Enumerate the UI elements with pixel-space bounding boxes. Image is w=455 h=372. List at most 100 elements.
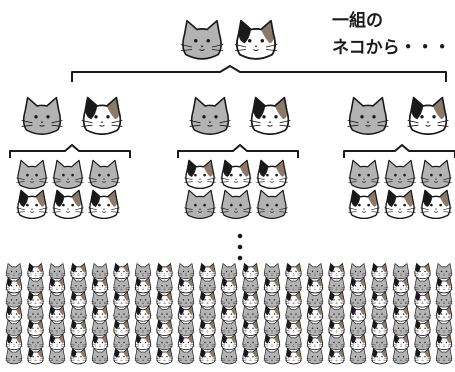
cat-face-gray-icon	[220, 348, 238, 365]
cat-face-calico-icon	[349, 305, 367, 322]
cat-face-gray-icon	[241, 334, 260, 351]
cat-face-calico-icon	[87, 189, 121, 220]
cat-face-gray-icon	[370, 334, 389, 351]
cat-face-gray-icon	[198, 305, 217, 322]
cat-face-calico-icon	[435, 305, 453, 322]
cat-face-gray-icon	[413, 334, 432, 351]
cat-face-calico-icon	[177, 277, 195, 294]
sub-bracket-3	[343, 144, 455, 158]
cat-face-gray-icon	[220, 263, 238, 280]
cat-face-gray-icon	[284, 334, 303, 351]
cat-face-gray-icon	[220, 291, 238, 308]
cat-face-calico-icon	[248, 96, 292, 135]
cat-face-calico-icon	[383, 189, 417, 220]
top-bracket	[71, 65, 447, 82]
cat-face-gray-icon	[383, 159, 417, 190]
cat-face-gray-icon	[48, 348, 66, 365]
cat-face-calico-icon	[255, 159, 289, 190]
cat-face-gray-icon	[220, 319, 238, 336]
cat-face-calico-icon	[241, 263, 260, 280]
cat-face-calico-icon	[370, 291, 389, 308]
cat-face-gray-icon	[26, 277, 45, 294]
cat-face-gray-icon	[177, 291, 195, 308]
cat-face-gray-icon	[48, 291, 66, 308]
cat-face-calico-icon	[219, 159, 253, 190]
sub-bracket-1	[9, 144, 131, 158]
cat-face-gray-icon	[198, 277, 217, 294]
cat-face-calico-icon	[134, 305, 152, 322]
cat-face-calico-icon	[155, 263, 174, 280]
cat-face-gray-icon	[392, 263, 410, 280]
cat-face-calico-icon	[48, 277, 66, 294]
cat-face-gray-icon	[155, 305, 174, 322]
cat-face-calico-icon	[5, 277, 23, 294]
cat-face-calico-icon	[284, 319, 303, 336]
cat-face-calico-icon	[413, 291, 432, 308]
sub-bracket-2	[177, 144, 299, 158]
cat-face-gray-icon	[155, 277, 174, 294]
cat-face-calico-icon	[241, 291, 260, 308]
cat-face-calico-icon	[241, 319, 260, 336]
cat-face-gray-icon	[134, 263, 152, 280]
cat-face-gray-icon	[51, 159, 85, 190]
cat-face-calico-icon	[435, 277, 453, 294]
cat-face-gray-icon	[112, 305, 131, 322]
cat-face-calico-icon	[198, 348, 217, 365]
cat-face-calico-icon	[69, 291, 88, 308]
cat-face-calico-icon	[5, 334, 23, 351]
cat-face-gray-icon	[327, 277, 346, 294]
cat-face-calico-icon	[198, 263, 217, 280]
cat-face-gray-icon	[435, 263, 453, 280]
cat-face-gray-icon	[327, 305, 346, 322]
cat-face-gray-icon	[255, 189, 289, 220]
cat-face-gray-icon	[349, 348, 367, 365]
cat-face-calico-icon	[406, 96, 450, 135]
cat-face-gray-icon	[370, 277, 389, 294]
family-tree-brackets	[9, 65, 455, 158]
cat-face-calico-icon	[349, 334, 367, 351]
cat-face-gray-icon	[392, 291, 410, 308]
cat-face-gray-icon	[435, 348, 453, 365]
caption-line-2: ネコから・・・	[332, 38, 451, 58]
cat-face-gray-icon	[306, 348, 324, 365]
cat-face-gray-icon	[349, 291, 367, 308]
cat-face-calico-icon	[327, 263, 346, 280]
cat-face-calico-icon	[370, 319, 389, 336]
cat-face-calico-icon	[263, 334, 281, 351]
cat-face-calico-icon	[233, 19, 279, 60]
cat-face-gray-icon	[413, 277, 432, 294]
cat-face-gray-icon	[134, 348, 152, 365]
cat-face-calico-icon	[155, 291, 174, 308]
cat-face-calico-icon	[284, 348, 303, 365]
cat-face-gray-icon	[134, 319, 152, 336]
cat-face-calico-icon	[263, 277, 281, 294]
cat-face-calico-icon	[220, 305, 238, 322]
cat-face-calico-icon	[177, 334, 195, 351]
cat-face-gray-icon	[155, 334, 174, 351]
cat-face-gray-icon	[91, 263, 109, 280]
cat-face-gray-icon	[26, 334, 45, 351]
cat-face-calico-icon	[198, 319, 217, 336]
cat-face-calico-icon	[327, 319, 346, 336]
cat-face-calico-icon	[413, 263, 432, 280]
cat-face-gray-icon	[241, 277, 260, 294]
cat-face-gray-icon	[263, 319, 281, 336]
cat-face-gray-icon	[188, 96, 232, 135]
cat-face-gray-icon	[112, 277, 131, 294]
cat-face-gray-icon	[5, 263, 23, 280]
cat-face-gray-icon	[91, 291, 109, 308]
cat-face-gray-icon	[112, 334, 131, 351]
cat-face-calico-icon	[112, 263, 131, 280]
cat-face-calico-icon	[198, 291, 217, 308]
cat-face-calico-icon	[177, 305, 195, 322]
cat-face-calico-icon	[419, 189, 453, 220]
ellipsis-dot	[237, 244, 243, 250]
cat-face-gray-icon	[349, 319, 367, 336]
cat-face-calico-icon	[112, 319, 131, 336]
cat-face-calico-icon	[5, 305, 23, 322]
cat-face-gray-icon	[69, 305, 88, 322]
cat-face-gray-icon	[69, 277, 88, 294]
cat-face-calico-icon	[347, 189, 381, 220]
cat-face-calico-icon	[220, 334, 238, 351]
